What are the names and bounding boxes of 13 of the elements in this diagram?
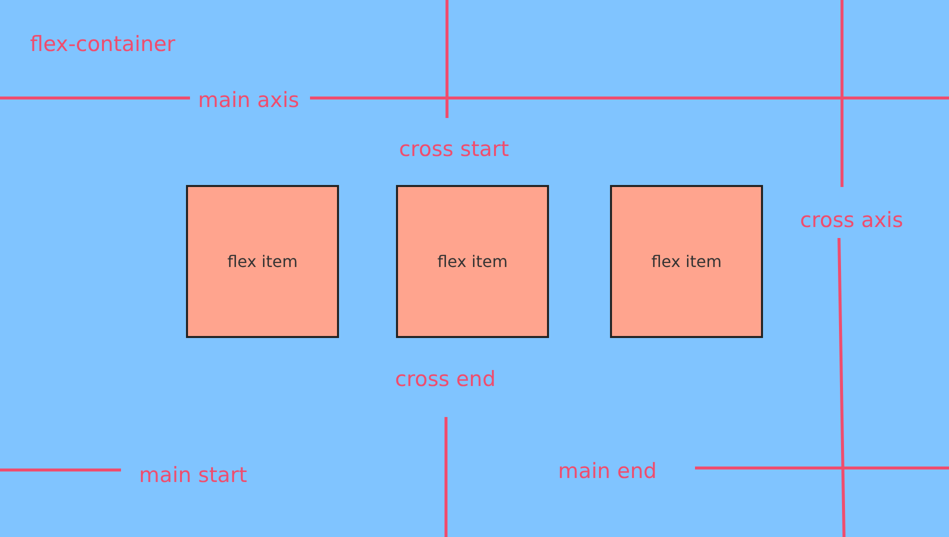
flex-item-box — [186, 185, 339, 338]
flex-item-box — [396, 185, 549, 338]
axis-label: cross end — [395, 366, 496, 392]
flex-item-box — [610, 185, 763, 338]
container-heading: flex-container — [30, 31, 176, 57]
axis-label: cross start — [399, 136, 510, 162]
item-label: flex item — [437, 252, 508, 271]
item-label: flex item — [227, 252, 298, 271]
axis-label: cross axis — [800, 207, 904, 233]
axis-label: main end — [558, 458, 657, 484]
item-label: flex item — [651, 252, 722, 271]
axis-label: main axis — [198, 87, 300, 113]
axis-label: main start — [139, 462, 248, 488]
